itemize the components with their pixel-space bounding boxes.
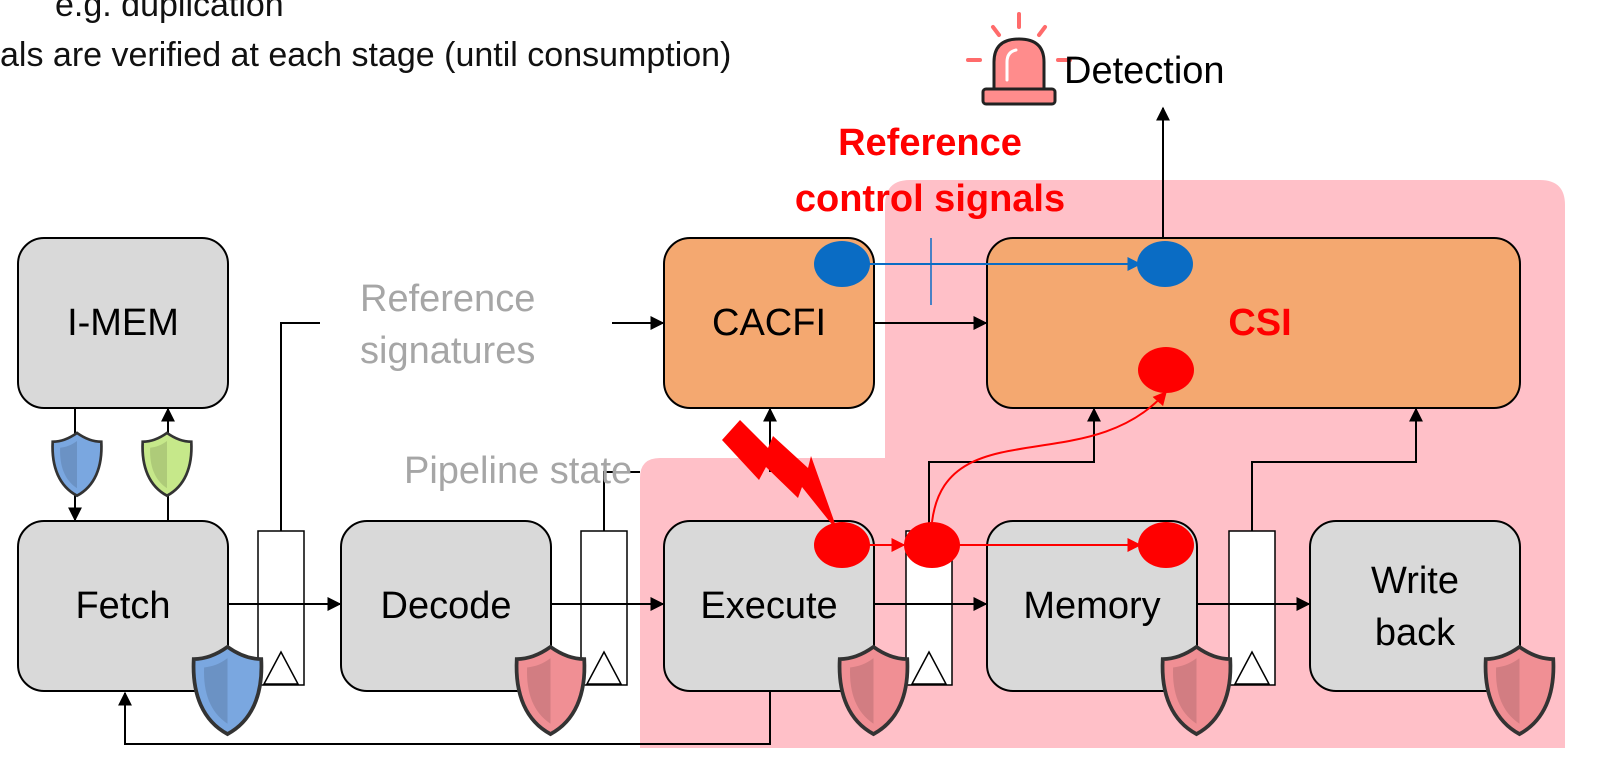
writeback-label-line1: Write [1371,560,1459,602]
fetch-block [17,520,229,692]
csi-fault-dot [1138,347,1194,393]
decode-label: Decode [380,585,512,627]
csi-reference-dot [1137,241,1193,287]
memory-label: Memory [1023,585,1161,627]
memory-fault-dot [1138,522,1194,568]
cacfi-label: CACFI [712,302,826,344]
shield-icon [514,644,587,737]
shield-icon [50,431,104,498]
alarm-light-icon [966,12,1072,106]
reference-signatures-label-line2: signatures [360,330,536,372]
pipeline-register-if-id [257,530,305,686]
exmem-fault-dot [904,522,960,568]
pipeline-register-mem-wb [1228,530,1276,686]
imem-block [17,237,229,409]
execute-label: Execute [700,585,838,627]
lightning-bolt-icon [722,420,838,532]
shield-icon [140,431,194,498]
reference-signatures-label-line1: Reference [360,278,536,320]
cacfi-reference-dot [814,241,870,287]
reference-control-signals-label-line2: control signals [794,178,1066,220]
execute-fault-dot [814,522,870,568]
bullet-line-2: als are verified at each stage (until co… [0,36,732,74]
writeback-label-line2: back [1374,612,1456,654]
detection-label: Detection [1064,50,1225,92]
bullet-line-1: e.g. duplication [55,0,284,24]
imem-label: I-MEM [67,302,179,344]
fetch-label: Fetch [75,585,171,627]
pipeline-register-id-ex [580,530,628,686]
shield-icon [191,644,264,737]
pipeline-state-label: Pipeline state [404,450,633,492]
reference-control-signals-label-line1: Reference [838,122,1022,164]
csi-label: CSI [1228,302,1292,344]
